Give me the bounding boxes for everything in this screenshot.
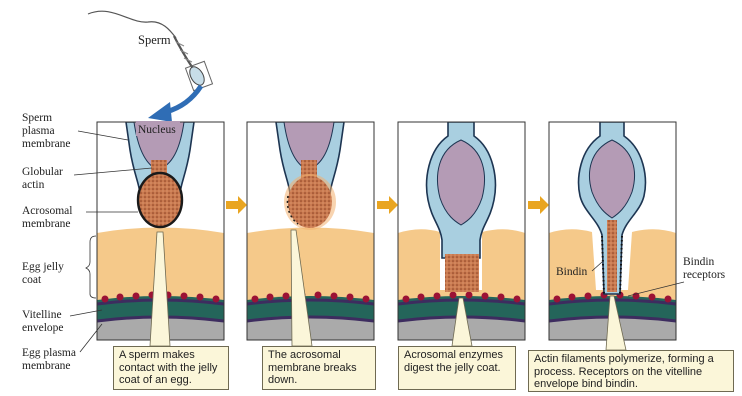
step-arrow-3	[528, 196, 549, 214]
svg-text:Globular: Globular	[22, 166, 63, 178]
svg-text:Bindin: Bindin	[683, 256, 715, 268]
svg-text:receptors: receptors	[683, 269, 726, 281]
svg-text:Sperm: Sperm	[22, 112, 52, 124]
svg-text:actin: actin	[22, 179, 45, 191]
svg-text:membrane: membrane	[22, 218, 71, 230]
svg-text:membrane: membrane	[22, 138, 71, 150]
nucleus-label: Nucleus	[136, 121, 180, 136]
svg-text:envelope: envelope	[22, 322, 64, 334]
svg-text:membrane: membrane	[22, 360, 71, 372]
svg-text:plasma: plasma	[22, 125, 55, 137]
svg-text:Egg plasma: Egg plasma	[22, 347, 76, 359]
svg-text:Egg jelly: Egg jelly	[22, 261, 64, 273]
panel-2-membrane-breaks	[247, 122, 374, 340]
svg-text:Vitelline: Vitelline	[22, 309, 62, 321]
egg-jelly-coat-label: Egg jelly coat	[22, 236, 96, 298]
caption-1: A sperm makes contact with the jelly coa…	[113, 346, 229, 390]
caption-2: The acrosomal membrane breaks down.	[262, 346, 376, 390]
svg-text:coat: coat	[22, 274, 42, 286]
step-arrow-2	[377, 196, 398, 214]
svg-text:Bindin: Bindin	[556, 266, 588, 278]
svg-text:Nucleus: Nucleus	[138, 124, 176, 136]
vitelline-envelope-label: Vitelline envelope	[22, 309, 102, 334]
caption-4: Actin filaments polymerize, forming a pr…	[528, 350, 734, 392]
svg-text:Acrosomal: Acrosomal	[22, 205, 72, 217]
step-arrow-1	[226, 196, 247, 214]
sperm-label: Sperm	[138, 33, 171, 47]
free-sperm	[88, 11, 213, 91]
caption-3: Acrosomal enzymes digest the jelly coat.	[398, 346, 516, 390]
zoom-arrow	[148, 86, 201, 122]
